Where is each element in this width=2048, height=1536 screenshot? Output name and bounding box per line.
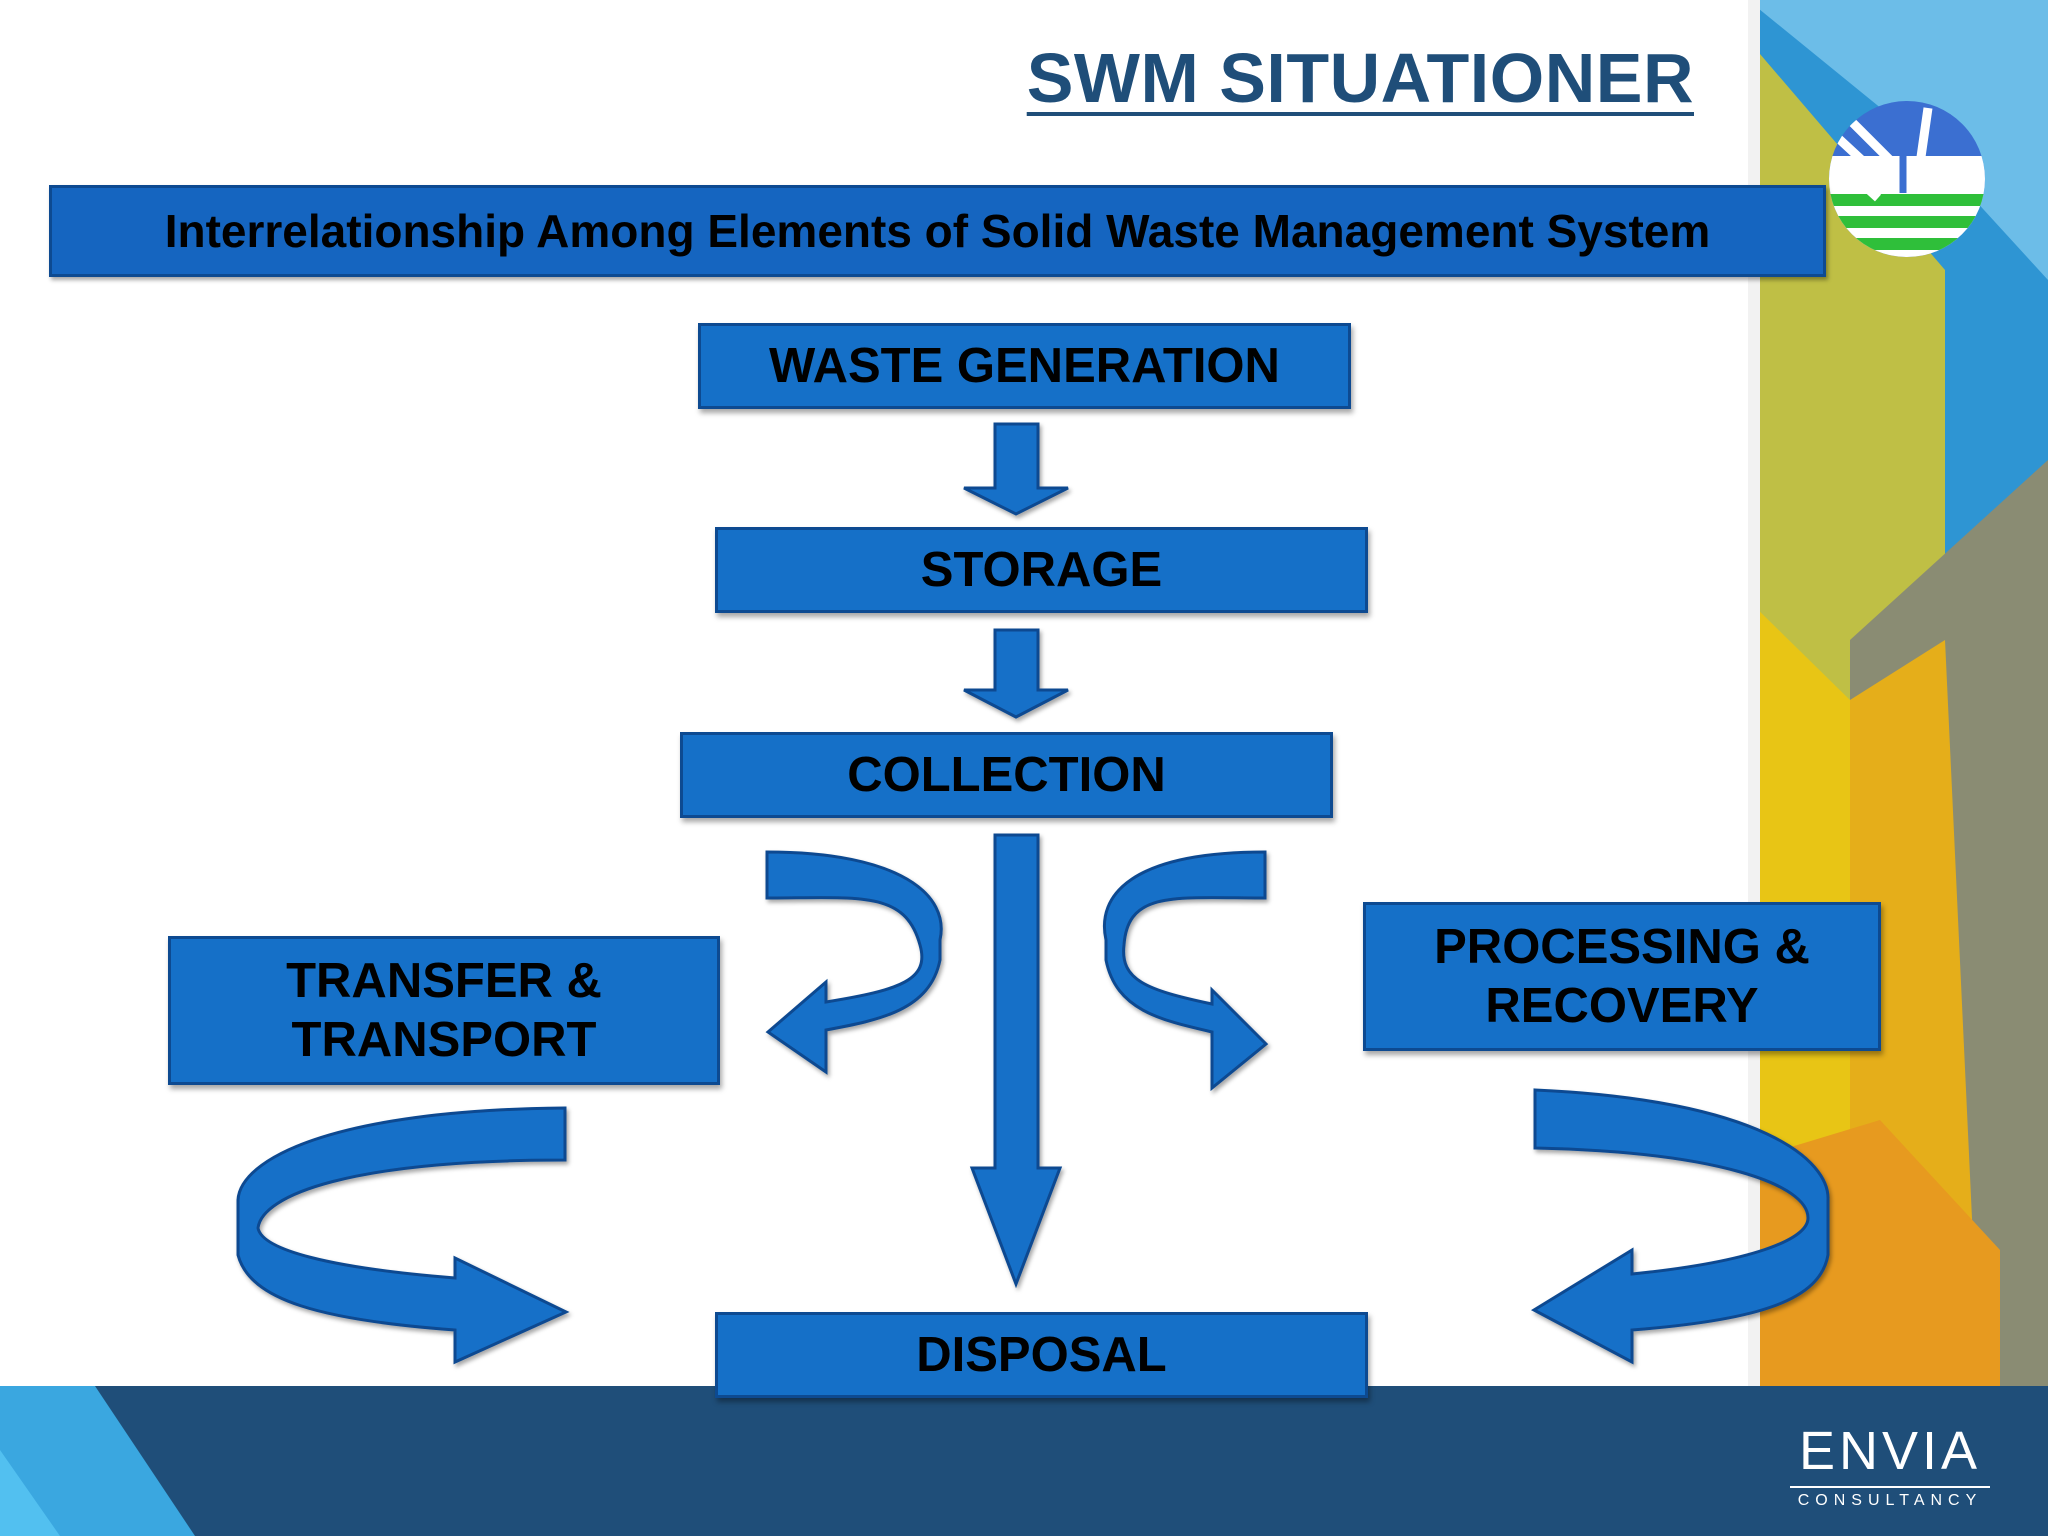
company-name: ENVIA bbox=[1798, 1421, 1982, 1481]
arrow-collection-to-transfer bbox=[765, 850, 943, 1075]
node-label-line1: TRANSFER & bbox=[286, 953, 602, 1008]
node-label-line1: PROCESSING & bbox=[1434, 919, 1810, 974]
node-label: COLLECTION bbox=[847, 747, 1166, 802]
node-disposal: DISPOSAL bbox=[715, 1312, 1368, 1398]
node-processing-recovery: PROCESSING & RECOVERY bbox=[1363, 902, 1881, 1051]
node-transfer-transport: TRANSFER & TRANSPORT bbox=[168, 936, 720, 1085]
arrow-collection-to-processing bbox=[1103, 850, 1269, 1092]
diagram-banner: Interrelationship Among Elements of Soli… bbox=[49, 185, 1826, 277]
arrow-processing-to-disposal bbox=[1530, 1088, 1830, 1365]
node-label: DISPOSAL bbox=[916, 1327, 1167, 1382]
arrow-collection-to-disposal bbox=[969, 833, 1063, 1289]
denr-logo-icon bbox=[1829, 101, 1985, 257]
node-label-line2: TRANSPORT bbox=[291, 1012, 597, 1067]
arrow-transfer-to-disposal bbox=[236, 1106, 570, 1365]
company-tagline: CONSULTANCY bbox=[1790, 1486, 1990, 1510]
node-label-line2: RECOVERY bbox=[1485, 978, 1759, 1033]
node-collection: COLLECTION bbox=[680, 732, 1333, 818]
slide-title: SWM SITUATIONER bbox=[1026, 39, 1694, 117]
arrow-generation-to-storage bbox=[963, 422, 1069, 516]
node-label: WASTE GENERATION bbox=[769, 338, 1280, 393]
node-label: STORAGE bbox=[920, 542, 1163, 597]
node-waste-generation: WASTE GENERATION bbox=[698, 323, 1351, 409]
company-logo: ENVIA CONSULTANCY bbox=[1790, 1424, 1990, 1510]
arrow-storage-to-collection bbox=[963, 628, 1069, 719]
node-storage: STORAGE bbox=[715, 527, 1368, 613]
